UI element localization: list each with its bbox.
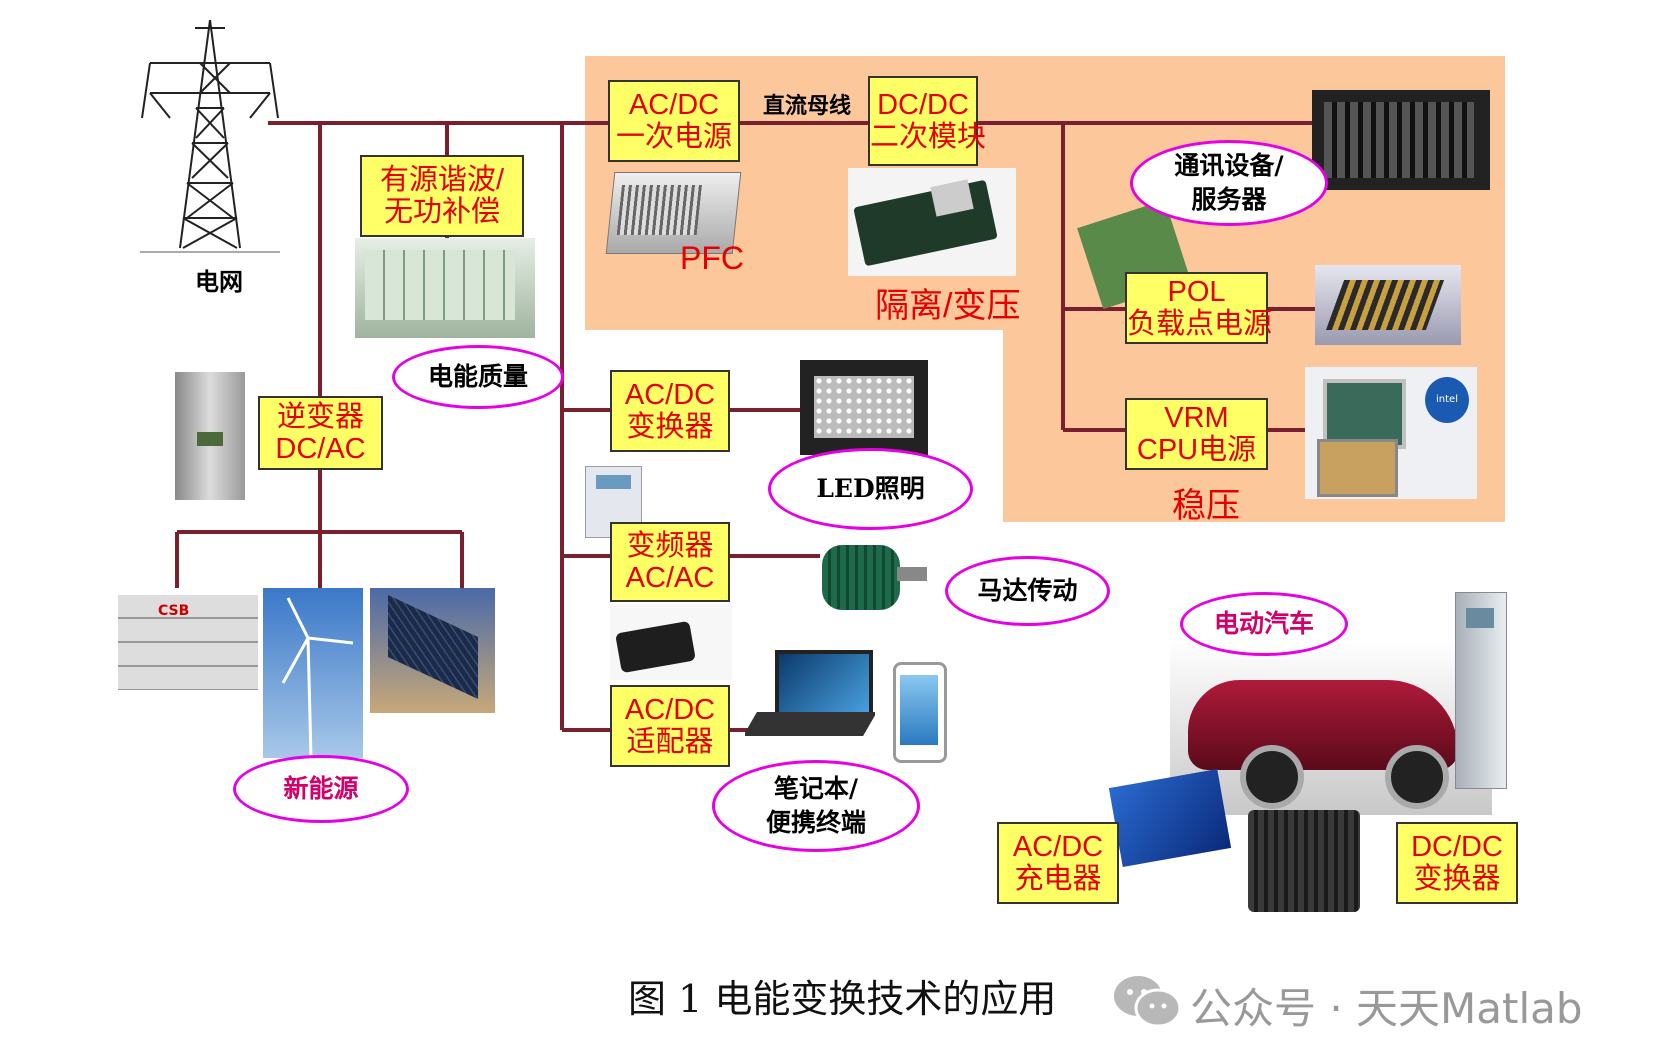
adapter-image (610, 605, 732, 680)
dcdc-module-image (848, 168, 1016, 276)
dcdc-car-converter-image (1248, 810, 1360, 912)
charging-station-image (1455, 592, 1507, 789)
battery-bank-image: CSB (118, 595, 258, 690)
laptop-portable-oval: 笔记本/便携终端 (712, 760, 920, 852)
wind-turbine-image (263, 588, 363, 758)
server-rack-image (1312, 90, 1490, 190)
active-filter-box: 有源谐波/无功补偿 (360, 155, 524, 237)
electric-vehicle-oval: 电动汽车 (1180, 592, 1348, 656)
solar-panel-image (370, 588, 495, 713)
pfc-label: PFC (680, 240, 744, 276)
wechat-icon (1114, 976, 1182, 1028)
motor-image (822, 535, 930, 620)
power-quality-cabinet-image (355, 238, 535, 338)
power-quality-oval: 电能质量 (392, 345, 564, 409)
isolation-label: 隔离/变压 (875, 287, 1021, 325)
electric-car-image (1170, 640, 1492, 815)
smartphone-image (893, 662, 947, 763)
motor-drive-oval: 马达传动 (945, 556, 1110, 626)
figure-caption: 图 1 电能变换技术的应用 (628, 977, 1057, 1021)
telecom-server-oval: 通讯设备/服务器 (1130, 140, 1328, 226)
inverter-unit-image (175, 372, 245, 500)
laptop-image (745, 650, 875, 745)
led-lighting-oval: LED照明 (768, 448, 973, 530)
transmission-tower-icon (140, 19, 280, 253)
motherboard-image (1315, 265, 1461, 345)
dc-bus-label: 直流母线 (763, 93, 852, 119)
regulation-label: 稳压 (1172, 487, 1240, 525)
grid-label: 电网 (195, 267, 243, 296)
cpu-chip-image: intel (1305, 367, 1477, 499)
new-energy-oval: 新能源 (233, 755, 409, 823)
watermark-text: 公众号 · 天天Matlab (1190, 984, 1583, 1033)
led-panel-image (800, 360, 928, 455)
